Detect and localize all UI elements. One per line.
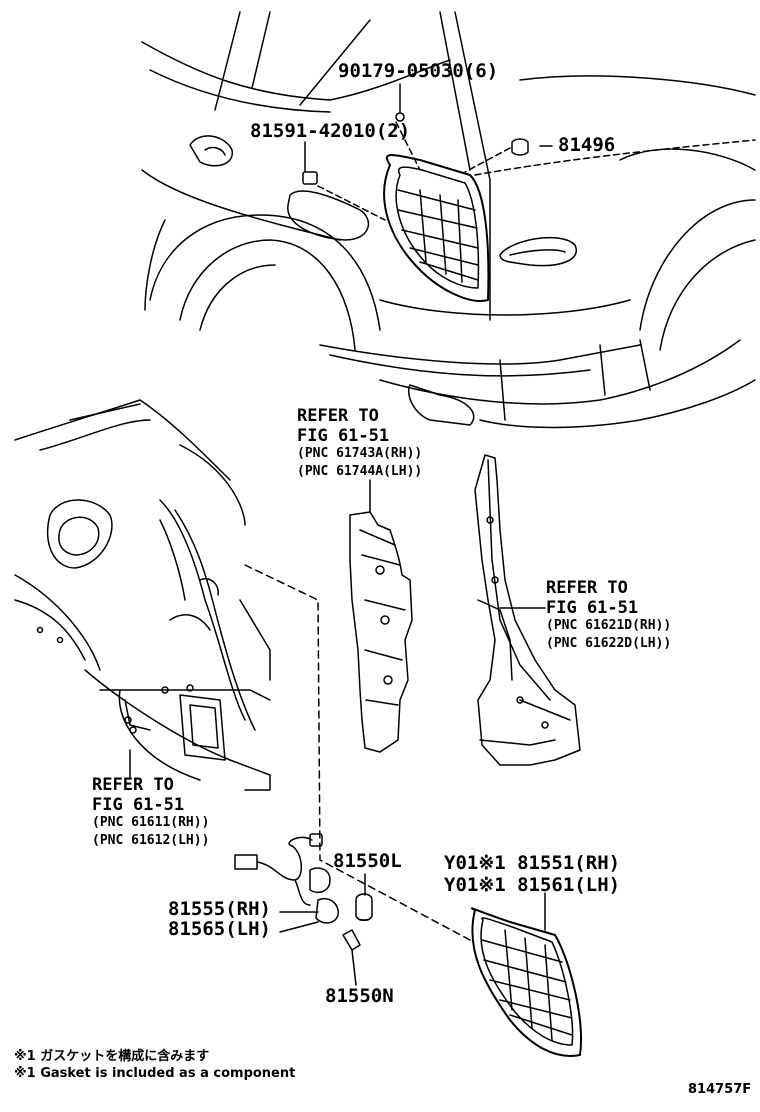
label-bolt-90179: 90179-05030(6)	[338, 60, 499, 82]
label-socket-rh: 81555(RH)	[168, 898, 271, 920]
label-grommet-81496: 81496	[558, 134, 616, 156]
quarter-panel-inner	[14, 399, 271, 791]
tail-lamp-separate	[471, 892, 582, 1057]
figure-code: 814757F	[688, 1082, 752, 1097]
tail-lamp-installed	[383, 154, 490, 302]
socket-and-wire-assembly	[234, 833, 339, 933]
note-japanese: ※1 ガスケットを構成に含みます	[14, 1049, 210, 1064]
right-pillar-panel	[474, 454, 581, 766]
label-lamp-lh: Y01※1 81561(LH)	[444, 874, 621, 896]
label-bulb-81550L: 81550L	[333, 850, 402, 872]
ref-right-line1: REFER TO	[546, 578, 628, 598]
ref-right-line2: FIG 61-51	[546, 598, 639, 618]
ref-center-line1: REFER TO	[297, 406, 379, 426]
label-lamp-rh: Y01※1 81551(RH)	[444, 852, 621, 874]
center-bracket-panel	[349, 479, 413, 753]
note-english: ※1 Gasket is included as a component	[14, 1066, 296, 1081]
ref-center-pnc2: (PNC 61744A(LH))	[297, 464, 423, 479]
ref-right-pnc1: (PNC 61621D(RH))	[546, 618, 672, 633]
vehicle-body-outline	[141, 11, 756, 429]
ref-center-pnc1: (PNC 61743A(RH))	[297, 446, 423, 461]
label-socket-lh: 81565(LH)	[168, 918, 271, 940]
ref-left-line2: FIG 61-51	[92, 795, 185, 815]
ref-left-pnc1: (PNC 61611(RH))	[92, 815, 210, 830]
ref-left-pnc2: (PNC 61612(LH))	[92, 833, 210, 848]
dashed-guide-line	[244, 564, 471, 941]
ref-center-line2: FIG 61-51	[297, 426, 390, 446]
label-clip-81591: 81591-42010(2)	[250, 120, 411, 142]
ref-right-pnc2: (PNC 61622D(LH))	[546, 636, 672, 651]
leader-lines-top	[302, 83, 553, 221]
label-bulb-81550N: 81550N	[325, 985, 394, 1007]
bulbs	[342, 873, 373, 986]
ref-left-line1: REFER TO	[92, 775, 174, 795]
